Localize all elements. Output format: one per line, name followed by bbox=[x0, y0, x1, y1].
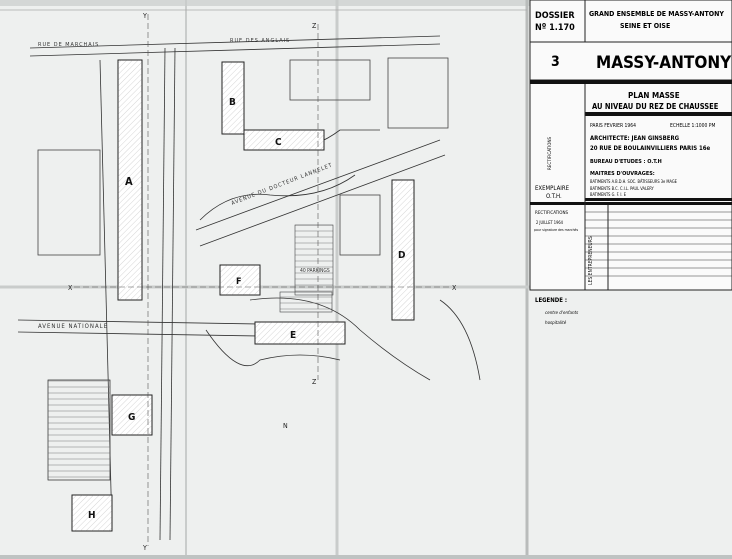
exemplaire-1: EXEMPLAIRE bbox=[535, 185, 570, 192]
plan-date: PARIS FEVRIER 1964 bbox=[590, 123, 636, 129]
building-C: C bbox=[243, 129, 325, 151]
side-vertical-label-2: LES ENTREPRENEURS bbox=[588, 236, 594, 285]
project-line-1: GRAND ENSEMBLE DE MASSY-ANTONY bbox=[589, 10, 724, 18]
building-A: A bbox=[117, 59, 143, 301]
building-D: D bbox=[391, 179, 415, 321]
parking-label: 40 PARKINGS bbox=[300, 268, 330, 274]
legend-title: LEGENDE : bbox=[535, 297, 567, 304]
project-line-2: SEINE ET OISE bbox=[620, 22, 670, 30]
building-label-B: B bbox=[229, 97, 236, 108]
street-name-north: RUE DE MARCHAIS bbox=[38, 42, 99, 48]
legend: LEGENDE : centre d'enfants hospitalité bbox=[535, 297, 579, 326]
building-E: E bbox=[254, 321, 346, 345]
maitres-line-2: BATIMENTS B.C. C.I.L. PAUL VALERY bbox=[590, 186, 654, 191]
sheet-name: MASSY-ANTONY bbox=[596, 53, 732, 73]
street-name-west: AVENUE NATIONALE bbox=[38, 323, 108, 330]
legend-item-2: hospitalité bbox=[545, 319, 567, 326]
axis-mark-x-right: X bbox=[452, 284, 457, 292]
axis-mark-z-top: Z bbox=[312, 22, 317, 30]
maitres-line-3: BATIMENTS G. F. I. E bbox=[590, 192, 627, 197]
dossier-label: DOSSIER bbox=[535, 11, 575, 21]
sheet-number: 3 bbox=[551, 54, 560, 70]
rectif-date: 2 JUILLET 1964 bbox=[536, 220, 564, 225]
building-G: G bbox=[111, 394, 153, 436]
building-label-E: E bbox=[290, 330, 296, 341]
building-label-A: A bbox=[125, 175, 133, 188]
exemplaire-2: O.T.H. bbox=[546, 193, 562, 200]
north-mark: N bbox=[283, 422, 288, 430]
building-label-D: D bbox=[398, 250, 405, 261]
street-name-north2: RUE DES ANGLAIS bbox=[230, 38, 290, 44]
bureau-etudes: BUREAU D'ETUDES : O.T.H bbox=[590, 159, 662, 165]
axis-mark-x-left: X bbox=[68, 284, 73, 292]
building-B: B bbox=[221, 61, 245, 135]
legend-item-1: centre d'enfants bbox=[545, 310, 579, 316]
axis-mark-z-bottom: Z bbox=[312, 378, 317, 386]
building-F: F bbox=[219, 264, 261, 296]
plan-title-2: AU NIVEAU DU REZ DE CHAUSSEE bbox=[592, 102, 719, 111]
dossier-number: Nº 1.170 bbox=[535, 23, 575, 33]
title-block: DOSSIER Nº 1.170 GRAND ENSEMBLE DE MASSY… bbox=[529, 0, 732, 291]
building-H: H bbox=[71, 494, 113, 532]
maitres-line-1: BATIMENTS A.B.D.H. SOC. BÂTISSEURS 3e MA… bbox=[590, 179, 678, 184]
axis-mark-y-bottom: Y bbox=[142, 544, 147, 552]
axis-mark-y-top: Y bbox=[142, 12, 147, 20]
architect-line-2: 20 RUE DE BOULAINVILLIERS PARIS 16e bbox=[590, 145, 710, 152]
maitres-title: MAITRES D'OUVRAGES: bbox=[590, 171, 655, 177]
plan-title-1: PLAN MASSE bbox=[628, 91, 680, 100]
parking-area bbox=[47, 224, 334, 481]
architect-line-1: ARCHITECTE: JEAN GINSBERG bbox=[590, 135, 680, 142]
rectif-note: pour signature des marchés bbox=[534, 228, 578, 232]
building-label-G: G bbox=[128, 412, 135, 423]
plan-scale: ECHELLE 1:1000 PM bbox=[670, 123, 715, 129]
building-label-C: C bbox=[275, 137, 282, 148]
rectif-title: RECTIFICATIONS bbox=[535, 210, 569, 216]
fold-shade-top bbox=[0, 0, 732, 6]
building-label-F: F bbox=[236, 277, 242, 287]
building-label-H: H bbox=[88, 510, 96, 521]
side-vertical-label: RECTIFICATIONS bbox=[547, 136, 553, 170]
